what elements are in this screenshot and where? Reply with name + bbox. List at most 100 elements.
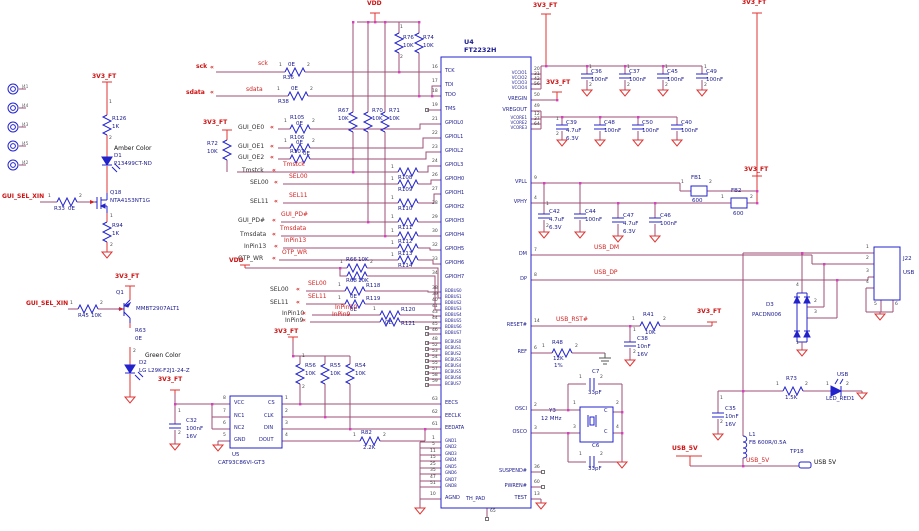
value: 10K: [338, 116, 349, 122]
pin-number: 1: [627, 65, 630, 70]
value: 0E: [385, 320, 392, 326]
pin-number: 1: [340, 260, 343, 265]
pin-number: 55: [432, 361, 438, 366]
pin-number: 5: [874, 302, 877, 307]
value: 100nF: [706, 77, 724, 83]
value: 0E: [135, 336, 142, 342]
pin-name: AGND: [445, 495, 460, 501]
value: 33pF: [588, 390, 602, 396]
value: 12K: [553, 356, 564, 362]
net-name: OTP_WR: [282, 249, 308, 256]
pin-name: TH_PAD: [466, 496, 486, 502]
refdes: C35: [725, 406, 736, 412]
connector-label: J43: [22, 122, 29, 127]
pin-number: 16: [432, 65, 438, 70]
refdes: FB1: [691, 175, 702, 181]
refdes: R107: [290, 149, 305, 155]
pin-number: 7: [223, 409, 226, 414]
pin-name: GND7: [445, 477, 457, 482]
pin-name: VCORE3: [510, 125, 527, 130]
pin-number: 2: [814, 299, 817, 304]
value: 10K: [358, 278, 369, 284]
pin-number: 2: [312, 139, 315, 144]
pin-number: 2: [307, 63, 310, 68]
pin-number: 1: [338, 283, 341, 288]
pin-number: 24: [432, 159, 438, 164]
pin-number: 2: [400, 55, 403, 60]
refdes: R126: [112, 116, 127, 122]
refdes: R56: [305, 363, 316, 369]
pin-number: 28: [432, 201, 438, 206]
refdes: NTA4153NT1G: [110, 198, 151, 204]
pin-name: C: [604, 408, 608, 414]
pin-name: VCORE1: [510, 115, 527, 120]
refdes: L1: [749, 432, 756, 438]
refdes: C6: [592, 443, 600, 449]
value: 6.3V: [549, 225, 562, 231]
value: 10K: [207, 149, 218, 155]
connector-label: J44: [22, 103, 29, 108]
pin-name: DOUT: [259, 437, 274, 443]
refdes: R45: [78, 313, 89, 319]
pin-name: VCCIO4: [511, 85, 527, 90]
port-label: InPin9: [285, 317, 304, 324]
pin-number: 2: [704, 83, 707, 88]
pin-number: 1: [633, 328, 636, 333]
port-label: SEL11: [270, 299, 289, 306]
pin-name: BDBUS2: [445, 300, 462, 305]
l1-inductor: [742, 435, 748, 459]
refdes: R54: [355, 363, 366, 369]
port-arrow-icon: «: [272, 255, 276, 262]
refdes: R66: [346, 257, 357, 263]
pin-number: 47: [430, 475, 436, 480]
pin-number: 44: [432, 316, 438, 321]
pin-number: 1: [573, 401, 576, 406]
net-name: USB_RST#: [556, 316, 588, 323]
pin-number: 65: [490, 509, 496, 514]
refdes: C7: [592, 369, 600, 375]
refdes: U4: [464, 38, 474, 46]
pin-number: 1: [338, 296, 341, 301]
pin-number: 1: [70, 301, 73, 306]
pin-number: 2: [589, 83, 592, 88]
pin-number: 1: [178, 409, 181, 414]
refdes: R73: [786, 376, 797, 382]
pin-number: 53: [432, 349, 438, 354]
connector-label: J42: [22, 160, 29, 165]
pin-number: 1: [579, 452, 582, 457]
pin-number: 2: [546, 224, 549, 229]
pin-name: EECS: [445, 400, 458, 406]
port-label: GUI_OE1: [238, 143, 265, 150]
net-label: 3V3_FT: [742, 0, 767, 6]
pin-name: VCCIO1: [511, 70, 527, 75]
pin-number: 2: [600, 452, 603, 457]
pin-name: GND4: [445, 457, 457, 462]
pin-number: 50: [534, 93, 540, 98]
pin-name: NC2: [234, 425, 245, 431]
pin-number: 3: [285, 421, 288, 426]
pin-number: 1: [391, 196, 394, 201]
pin-name: BCBUS6: [445, 375, 462, 380]
pin-name: BDBUS4: [445, 312, 462, 317]
pin-number: 13: [534, 492, 540, 497]
pin-name: GPIOH4: [445, 232, 465, 238]
refdes: J22: [903, 256, 912, 262]
port-label: Tmsdata: [240, 231, 267, 238]
value: 1%: [554, 363, 563, 369]
pin-number: 39: [432, 292, 438, 297]
value: 10K: [389, 116, 400, 122]
value: 0E: [291, 86, 298, 92]
pin-number: 40: [432, 298, 438, 303]
net-name: USB_DM: [594, 244, 620, 251]
pin-number: 21: [432, 117, 438, 122]
refdes: C39: [566, 120, 577, 126]
pin-number: 18: [432, 89, 438, 94]
pin-name: BDBUS5: [445, 318, 462, 323]
value: 10K: [305, 371, 316, 377]
refdes: C49: [706, 69, 717, 75]
pin-number: 1: [391, 253, 394, 258]
pin-number: 1: [704, 65, 707, 70]
wire-segments: [19, 21, 894, 518]
refdes: R48: [552, 340, 563, 346]
value: 0E: [296, 121, 303, 127]
